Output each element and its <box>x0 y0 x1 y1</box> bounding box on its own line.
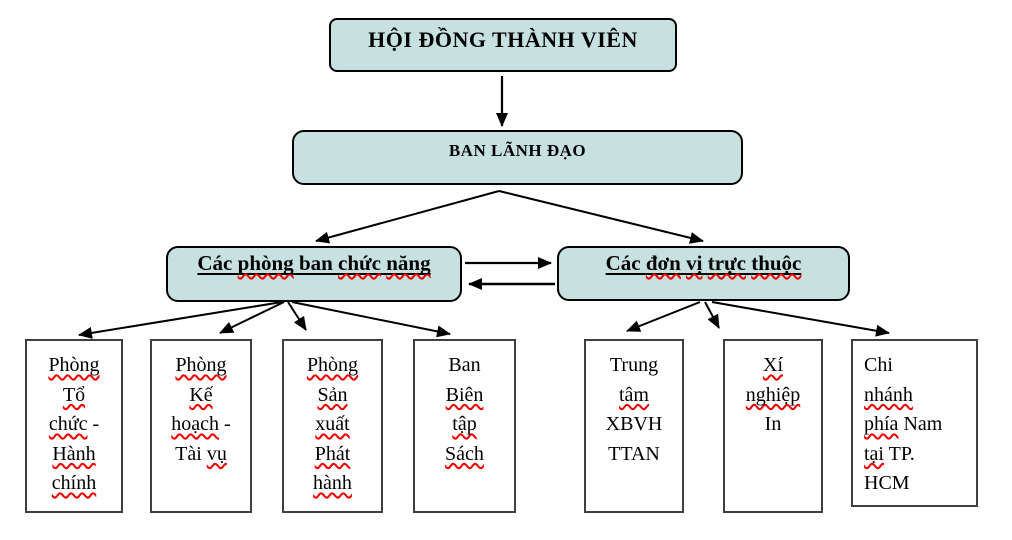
misspelled-word: trực <box>707 251 746 275</box>
text-line: Biên <box>415 381 514 411</box>
text-line: chức - <box>27 410 121 440</box>
misspelled-word: đơn <box>645 251 681 275</box>
arrow-functional-to-dept-1 <box>78 301 283 339</box>
functional-departments-label: Các phòng ban chức năng <box>197 251 430 275</box>
arrow-functional-to-dept-4 <box>291 301 451 338</box>
word: Các <box>197 251 238 275</box>
text-line: phía Nam <box>864 410 972 440</box>
node-functional-departments: Các phòng ban chức năng <box>166 246 462 302</box>
misspelled-word: Sách <box>445 442 484 465</box>
misspelled-word: phòng <box>237 251 294 275</box>
misspelled-word: Xí <box>763 354 783 376</box>
text-line: Ban <box>415 351 514 381</box>
text-line: Sản <box>284 381 381 411</box>
text-line: nhánh <box>864 381 972 411</box>
misspelled-word: Phòng <box>175 354 227 376</box>
text-line: Chi <box>864 351 972 381</box>
text-line: chính <box>27 469 121 499</box>
misspelled-word: vị <box>686 251 703 275</box>
arrow-functional-to-dept-2 <box>219 301 285 334</box>
word: Tài <box>175 442 207 465</box>
arrow-functional-to-dept-3 <box>287 301 307 331</box>
misspelled-word: năng <box>386 251 431 275</box>
word: ban <box>293 251 339 275</box>
misspelled-word: chính <box>51 472 97 494</box>
text-line: tâm <box>586 381 682 411</box>
misspelled-word: hành <box>313 472 352 494</box>
misspelled-word: thuộc <box>751 251 802 275</box>
arrow-units-to-dept-5 <box>626 301 701 332</box>
word: In <box>764 413 782 435</box>
text-line: Kế <box>152 381 250 411</box>
word: TTAN <box>608 442 660 465</box>
misspelled-word: Phát <box>314 442 351 465</box>
text-line: Phòng <box>284 351 381 381</box>
word: - <box>87 413 100 435</box>
text-line: xuất <box>284 410 381 440</box>
misspelled-word: Sản <box>317 383 348 406</box>
text-line: Xí <box>725 351 821 381</box>
text-line: Sách <box>415 440 514 470</box>
text-line: hoạch - <box>152 410 250 440</box>
misspelled-word: tại <box>864 442 884 465</box>
misspelled-word: hoạch <box>171 413 220 435</box>
word: TP. <box>884 442 915 465</box>
word: Ban <box>448 354 481 376</box>
text-line: Tài vụ <box>152 440 250 470</box>
word: - <box>219 413 231 435</box>
misspelled-word: nghiệp <box>745 383 801 406</box>
text-line: In <box>725 410 821 440</box>
word: HCM <box>864 472 910 494</box>
text-line: nghiệp <box>725 381 821 411</box>
arrow-leadership-to-units <box>498 190 704 244</box>
text-line: tập <box>415 410 514 440</box>
misspelled-word: Biên <box>445 383 484 406</box>
misspelled-word: Hành <box>52 442 96 465</box>
word: Nam <box>898 413 943 435</box>
text-line: XBVH <box>586 410 682 440</box>
text-line: tại TP. <box>864 440 972 470</box>
misspelled-word: chức <box>48 413 88 435</box>
text-line: Hành <box>27 440 121 470</box>
misspelled-word: phía <box>864 413 899 435</box>
misspelled-word: tập <box>452 413 477 435</box>
misspelled-word: Phòng <box>306 354 359 376</box>
affiliated-units-label: Các đơn vị trực thuộc <box>606 251 802 275</box>
members-council-label: HỘI ĐỒNG THÀNH VIÊN <box>368 27 638 52</box>
text-line: hành <box>284 469 381 499</box>
misspelled-word: Kế <box>189 383 213 406</box>
text-line: Phát <box>284 440 381 470</box>
word: Các <box>605 251 646 275</box>
word: XBVH <box>605 413 663 435</box>
misspelled-word: nhánh <box>864 383 913 406</box>
misspelled-word: chức <box>338 251 381 275</box>
arrow-leadership-to-functional <box>315 190 500 244</box>
misspelled-word: Tổ <box>62 383 86 406</box>
arrow-units-to-dept-6 <box>704 301 720 329</box>
misspelled-word: Phòng <box>48 354 100 376</box>
text-line: HCM <box>864 469 972 499</box>
node-affiliated-units: Các đơn vị trực thuộc <box>557 246 850 301</box>
misspelled-word: tâm <box>619 383 649 406</box>
text-line: Phòng <box>152 351 250 381</box>
misspelled-word: xuất <box>315 413 350 435</box>
text-line: Phòng <box>27 351 121 381</box>
node-executive-board: BAN LÃNH ĐẠO <box>292 130 743 185</box>
word: Trung <box>609 354 659 376</box>
arrow-units-to-dept-7 <box>711 301 890 337</box>
word: Chi <box>864 354 893 376</box>
text-line: Tổ <box>27 381 121 411</box>
text-line: Trung <box>586 351 682 381</box>
executive-board-label: BAN LÃNH ĐẠO <box>448 141 587 160</box>
text-line: TTAN <box>586 440 682 470</box>
misspelled-word: vụ <box>206 442 227 465</box>
node-members-council: HỘI ĐỒNG THÀNH VIÊN <box>329 18 677 72</box>
